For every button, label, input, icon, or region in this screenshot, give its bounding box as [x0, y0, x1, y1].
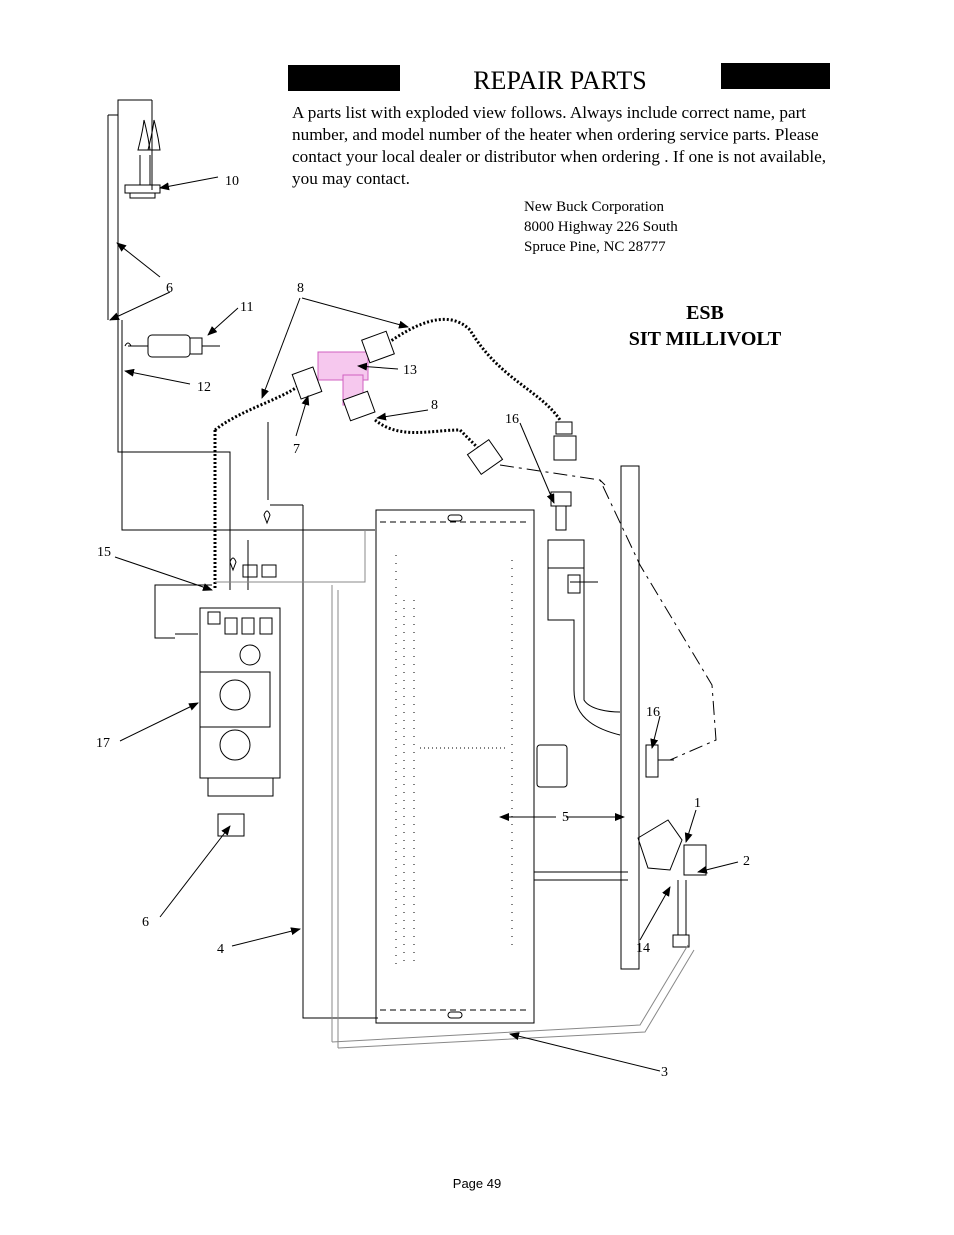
intro-paragraph: A parts list with exploded view follows.… [292, 103, 827, 188]
callout-labels: 10 6 11 12 8 13 8 7 16 15 17 16 1 5 2 14… [96, 174, 750, 1080]
address-line: Spruce Pine, NC 28777 [524, 239, 666, 255]
callout-label: 17 [96, 736, 110, 751]
tee-fitting [291, 330, 577, 475]
callout-label: 16 [646, 705, 660, 720]
callout-label: 1 [694, 796, 701, 811]
header-bar-right [721, 63, 830, 89]
callout-label: 3 [661, 1065, 668, 1080]
address-line: New Buck Corporation [524, 199, 664, 215]
callout-label: 8 [297, 281, 304, 296]
pilot-burner-assembly [124, 119, 161, 199]
header-bar-left [288, 65, 400, 91]
burner-panel [375, 509, 628, 1024]
callout-label: 13 [403, 363, 417, 378]
flex-gas-line [213, 317, 562, 590]
callout-label: 8 [431, 398, 438, 413]
callout-label: 7 [293, 442, 300, 457]
pilot-bracket [637, 744, 707, 948]
model-line-1: ESB [686, 302, 724, 324]
callout-label: 6 [166, 281, 173, 296]
model-line-2: SIT MILLIVOLT [628, 328, 782, 350]
dashed-gas-line [499, 464, 717, 761]
callout-label: 6 [142, 915, 149, 930]
callout-label: 12 [197, 380, 211, 395]
callout-label: 4 [217, 942, 224, 957]
callout-label: 5 [562, 810, 569, 825]
igniter-electrode [124, 334, 220, 358]
callout-label: 2 [743, 854, 750, 869]
thermocouple-wire [215, 530, 695, 1049]
callout-label: 11 [240, 300, 253, 315]
callout-label: 15 [97, 545, 111, 560]
company-address: New Buck Corporation 8000 Highway 226 So… [524, 197, 678, 257]
page-title: REPAIR PARTS [473, 66, 647, 95]
page-number: Page 49 [452, 1176, 502, 1191]
callout-label: 16 [505, 412, 519, 427]
address-line: 8000 Highway 226 South [524, 219, 678, 235]
gas-valve [154, 510, 281, 837]
burner-tube [547, 465, 640, 970]
leader-arrows [109, 176, 739, 1072]
model-label: ESB SIT MILLIVOLT [600, 300, 810, 352]
callout-label: 10 [225, 174, 239, 189]
callout-label: 14 [636, 941, 650, 956]
